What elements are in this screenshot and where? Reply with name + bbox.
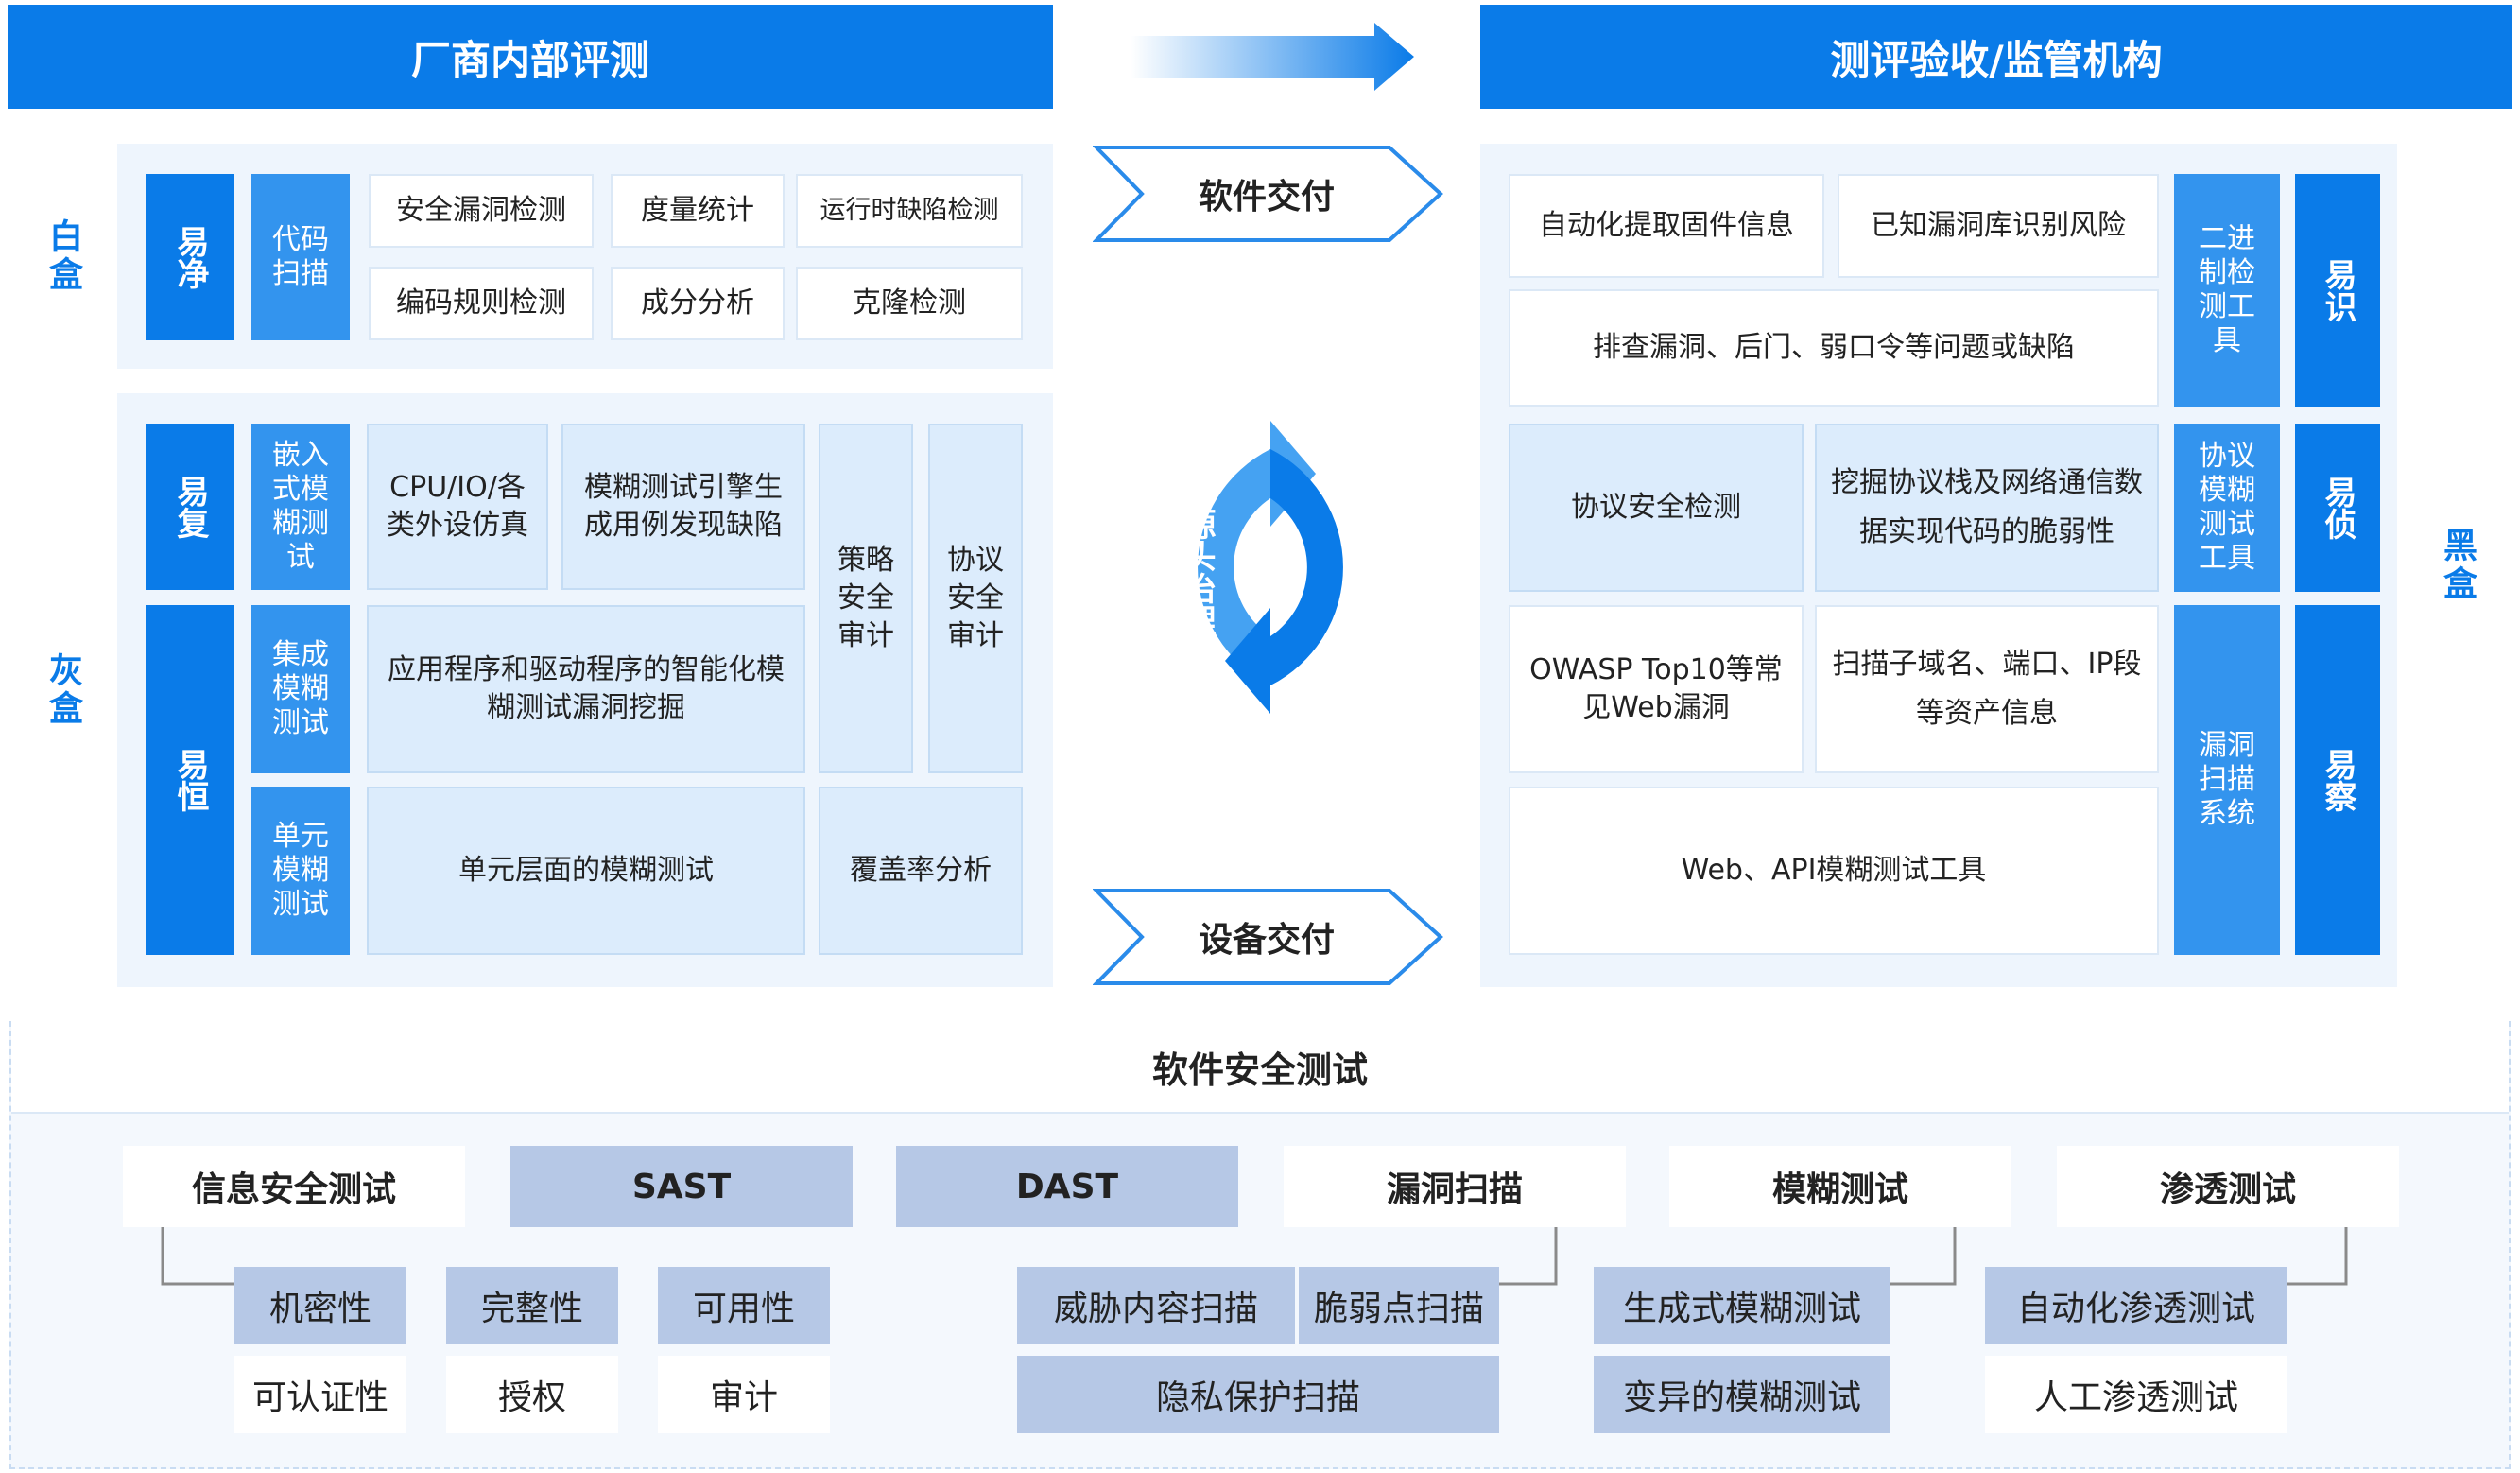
cat-fuzz: 模糊测试: [1669, 1146, 2011, 1227]
flow-arrow-icon: [1131, 23, 1414, 91]
tag-yiheng: 易恒: [146, 605, 234, 955]
info-item-audit: 审计: [658, 1356, 830, 1433]
software-delivery-arrow-icon: [1093, 146, 1443, 242]
item-unit-fuzz: 单元层面的模糊测试: [367, 787, 805, 955]
item-firmware: 自动化提取固件信息: [1509, 174, 1824, 278]
gray-box-label: 灰盒: [43, 652, 82, 728]
right-header: 测评验收/监管机构: [1480, 5, 2512, 109]
black-box-label: 黑盒: [2438, 528, 2477, 603]
pen-item-automated: 自动化渗透测试: [1985, 1267, 2287, 1344]
gray-box-label-cell: 灰盒: [8, 393, 117, 987]
tag-yijing: 易净: [146, 174, 234, 340]
white-box-label-cell: 白盒: [8, 144, 117, 369]
sub-unit-fuzz: 单元模糊测试: [251, 787, 350, 955]
item-clone-detect: 克隆检测: [796, 267, 1023, 340]
vuln-item-threat-scan: 威胁内容扫描: [1017, 1267, 1295, 1344]
item-protocol-audit: 协议安全审计: [928, 424, 1023, 773]
item-scan-assets: 扫描子域名、端口、IP段等资产信息: [1815, 605, 2159, 773]
item-known-vuln: 已知漏洞库识别风险: [1838, 174, 2159, 278]
cycle-right-label: 验收把关: [1367, 508, 1405, 636]
tool-binary: 二进制检测工具: [2174, 174, 2280, 407]
left-header-title: 厂商内部评测: [410, 36, 649, 83]
sub-integration-fuzz: 集成模糊测试: [251, 605, 350, 773]
pen-item-manual: 人工渗透测试: [1985, 1356, 2287, 1433]
cat-pen-test: 渗透测试: [2057, 1146, 2399, 1227]
sub-embedded-fuzz: 嵌入式模糊测试: [251, 424, 350, 590]
tag-yizhen: 易侦: [2295, 424, 2380, 592]
item-protocol-mining: 挖掘协议栈及网络通信数据实现代码的脆弱性: [1815, 424, 2159, 592]
item-strategy-audit: 策略安全审计: [819, 424, 913, 773]
item-runtime-defect: 运行时缺陷检测: [796, 174, 1023, 248]
info-item-authorization: 授权: [446, 1356, 618, 1433]
vuln-item-privacy-scan: 隐私保护扫描: [1017, 1356, 1499, 1433]
info-item-confidentiality: 机密性: [234, 1267, 406, 1344]
cat-sast: SAST: [510, 1146, 853, 1227]
cycle-arrows-icon: [1198, 421, 1343, 714]
item-metrics: 度量统计: [611, 174, 785, 248]
tool-protocol-fuzz: 协议模糊测试工具: [2174, 424, 2280, 592]
item-check-issues: 排查漏洞、后门、弱口令等问题或缺陷: [1509, 289, 2159, 407]
item-security-vuln: 安全漏洞检测: [369, 174, 594, 248]
cat-info-security: 信息安全测试: [123, 1146, 465, 1227]
cat-vuln-scan: 漏洞扫描: [1284, 1146, 1626, 1227]
fuzz-item-generative: 生成式模糊测试: [1594, 1267, 1890, 1344]
device-delivery-label: 设备交付: [1198, 921, 1335, 960]
white-box-label: 白盒: [43, 218, 82, 294]
tag-yifu: 易复: [146, 424, 234, 590]
item-web-api: Web、API模糊测试工具: [1509, 787, 2159, 955]
tag-yishi: 易识: [2295, 174, 2380, 407]
info-item-authentication: 可认证性: [234, 1356, 406, 1433]
tool-vuln-scan: 漏洞扫描系统: [2174, 605, 2280, 955]
info-item-availability: 可用性: [658, 1267, 830, 1344]
device-delivery-arrow-icon: [1093, 889, 1443, 985]
cycle-left-label: 源头治理: [1178, 508, 1216, 636]
item-protocol-check: 协议安全检测: [1509, 424, 1804, 592]
item-coverage: 覆盖率分析: [819, 787, 1023, 955]
sub-code-scan: 代码扫描: [251, 174, 350, 340]
cat-dast: DAST: [896, 1146, 1238, 1227]
item-app-driver-fuzz: 应用程序和驱动程序的智能化模糊测试漏洞挖掘: [367, 605, 805, 773]
info-item-integrity: 完整性: [446, 1267, 618, 1344]
left-header: 厂商内部评测: [8, 5, 1053, 109]
vuln-item-weakness-scan: 脆弱点扫描: [1299, 1267, 1499, 1344]
bottom-title: 软件安全测试: [11, 1021, 2509, 1114]
black-box-label-cell: 黑盒: [2401, 144, 2512, 987]
item-fuzz-engine: 模糊测试引擎生成用例发现缺陷: [561, 424, 805, 590]
software-delivery-label: 软件交付: [1198, 178, 1335, 217]
right-header-title: 测评验收/监管机构: [1830, 36, 2163, 83]
item-coding-rule: 编码规则检测: [369, 267, 594, 340]
connector-lines: [161, 1227, 2348, 1286]
item-owasp: OWASP Top10等常见Web漏洞: [1509, 605, 1804, 773]
tag-yicha: 易察: [2295, 605, 2380, 955]
item-composition: 成分分析: [611, 267, 785, 340]
fuzz-item-mutation: 变异的模糊测试: [1594, 1356, 1890, 1433]
item-cpu-emulation: CPU/IO/各类外设仿真: [367, 424, 548, 590]
